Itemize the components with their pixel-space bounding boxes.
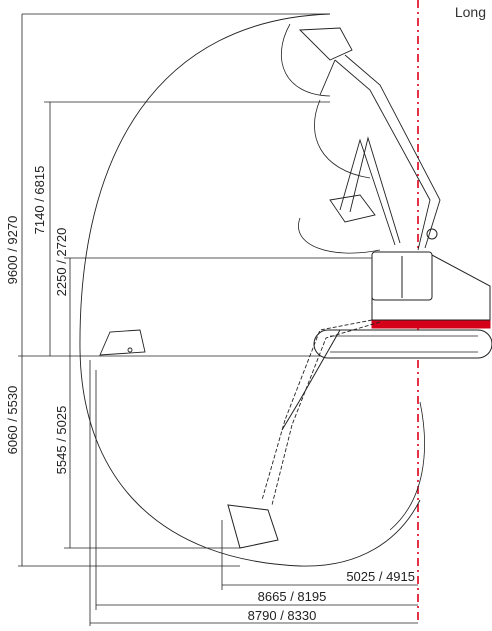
undercarriage-stripe (371, 319, 491, 329)
boom-arm-low (261, 319, 381, 506)
bucket-arc-top (281, 23, 331, 97)
excavator-machine (313, 228, 492, 359)
dim-max-dump-height: 7140 / 6815 (32, 166, 47, 235)
bucket-arc-mid (314, 99, 371, 179)
bucket-side-sketch (99, 329, 146, 356)
dim-min-radius: 5025 / 4915 (346, 569, 415, 584)
boom-variant-label: Long (454, 4, 486, 20)
horizontal-dimension-lines (89, 360, 418, 626)
vertical-dimension-lines (18, 13, 400, 567)
bucket-low (227, 504, 279, 549)
bucket-high (298, 27, 353, 61)
track-links (330, 335, 478, 353)
bucket-arc-low (298, 217, 381, 254)
dim-max-dig-depth: 6060 / 5530 (5, 386, 20, 455)
dim-max-reach-height: 9600 / 9270 (5, 216, 20, 285)
bucket-mid (329, 194, 376, 223)
boom-arm-mid (329, 136, 401, 246)
dim-vertical-wall-depth: 5545 / 5025 (54, 406, 69, 475)
boom-arm-high (298, 27, 441, 251)
undercarriage-track (313, 329, 492, 359)
dim-min-dump-height: 2250 / 2720 (54, 228, 69, 297)
working-range-envelope (79, 13, 421, 567)
inner-range-arc (389, 401, 425, 531)
dim-max-reach-ground: 8665 / 8195 (258, 589, 327, 604)
boom-arm-low-solid (227, 329, 341, 549)
dim-max-reach: 8790 / 8330 (248, 608, 317, 623)
boom-pivot (426, 228, 438, 240)
